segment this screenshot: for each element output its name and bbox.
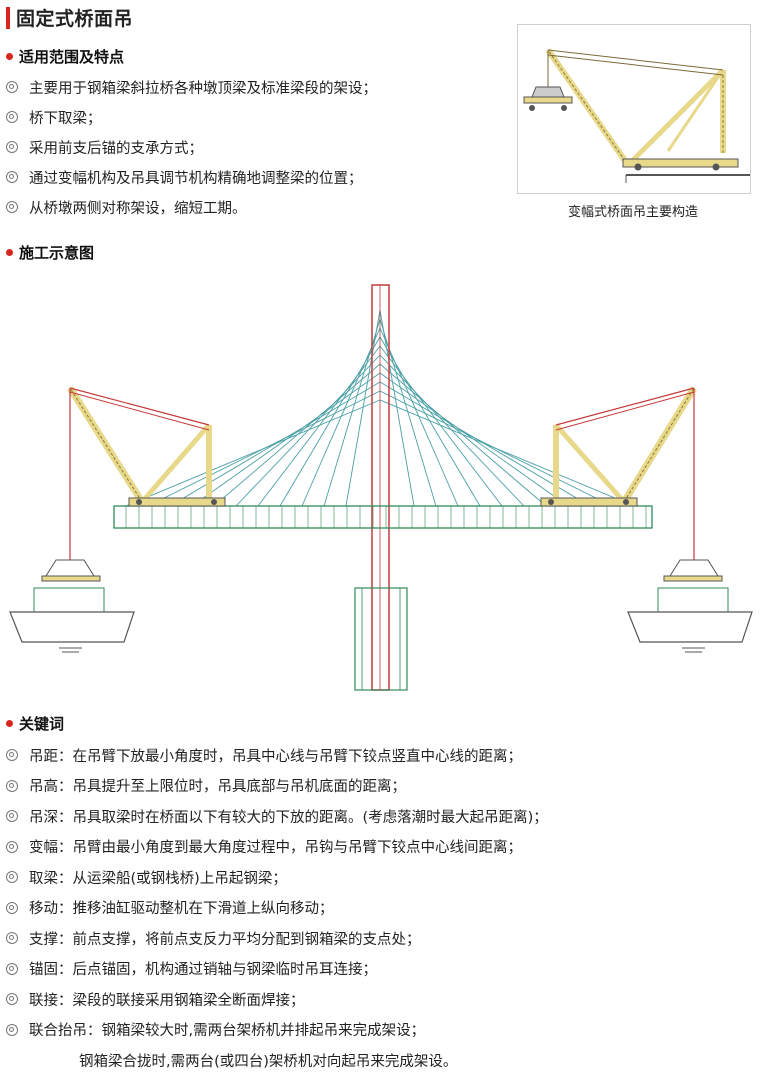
page-title: 固定式桥面吊 xyxy=(16,8,134,30)
circle-bullet-icon xyxy=(6,840,18,853)
bridge-deck xyxy=(113,505,653,529)
left-crane xyxy=(9,386,226,653)
section-heading-features: 适用范围及特点 xyxy=(6,46,124,67)
list-item-text: 通过变幅机构及吊具调节机构精确地调整梁的位置； xyxy=(29,170,363,187)
list-item-text: 锚固：后点锚固，机构通过销轴与钢梁临时吊耳连接； xyxy=(29,962,377,979)
diagram-heading-text: 施工示意图 xyxy=(19,244,95,262)
circle-bullet-icon xyxy=(6,81,18,93)
circle-bullet-icon xyxy=(6,1023,18,1036)
list-item: 通过变幅机构及吊具调节机构精确地调整梁的位置； xyxy=(6,162,377,192)
circle-bullet-icon xyxy=(6,932,18,945)
circle-bullet-icon xyxy=(6,749,18,762)
list-item-text: 吊距：在吊臂下放最小角度时，吊具中心线与吊臂下铰点竖直中心线的距离； xyxy=(29,748,522,765)
list-item: 吊距：在吊臂下放最小角度时，吊具中心线与吊臂下铰点竖直中心线的距离； xyxy=(6,740,548,771)
list-item: 采用前支后锚的支承方式； xyxy=(6,132,377,162)
list-item: 联接：梁段的联接采用钢箱梁全断面焊接； xyxy=(6,984,548,1015)
list-item-text: 主要用于钢箱梁斜拉桥各种墩顶梁及标准梁段的架设； xyxy=(29,80,377,97)
keywords-heading-text: 关键词 xyxy=(19,715,65,733)
stay-cable xyxy=(379,309,415,507)
list-item-text: 变幅：吊臂由最小角度到最大角度过程中，吊钩与吊臂下铰点中心线间距离； xyxy=(29,840,522,857)
list-item-text: 从桥墩两侧对称架设，缩短工期。 xyxy=(29,200,247,217)
list-item: 支撑：前点支撑，将前点支反力平均分配到钢箱梁的支点处； xyxy=(6,923,548,954)
stay-cable xyxy=(379,345,503,507)
stay-cable xyxy=(125,399,381,507)
list-item: 移动：推移油缸驱动整机在下滑道上纵向移动； xyxy=(6,893,548,924)
list-item-text: 取梁：从运梁船(或钢栈桥)上吊起钢梁； xyxy=(29,870,287,887)
list-item-continuation: 钢箱梁合拢时,需两台(或四台)架桥机对向起吊来完成架设。 xyxy=(6,1045,548,1076)
bullet-dot-icon xyxy=(6,53,13,60)
circle-bullet-icon xyxy=(6,810,18,823)
list-item: 变幅：吊臂由最小角度到最大角度过程中，吊钩与吊臂下铰点中心线间距离； xyxy=(6,832,548,863)
circle-bullet-icon xyxy=(6,111,18,123)
list-item: 吊深：吊具取梁时在桥面以下有较大的下放的距离。(考虑落潮时最大起吊距离)； xyxy=(6,801,548,832)
circle-bullet-icon xyxy=(6,779,18,792)
bullet-dot-icon xyxy=(6,249,13,256)
circle-bullet-icon xyxy=(6,171,18,183)
circle-bullet-icon xyxy=(6,141,18,153)
list-item-text: 吊深：吊具取梁时在桥面以下有较大的下放的距离。(考虑落潮时最大起吊距离)； xyxy=(29,809,548,826)
features-heading-text: 适用范围及特点 xyxy=(19,48,125,66)
deck-segments xyxy=(125,506,647,528)
list-item-text: 移动：推移油缸驱动整机在下滑道上纵向移动； xyxy=(29,901,334,918)
circle-bullet-icon xyxy=(6,901,18,914)
title-accent-bar xyxy=(6,7,10,29)
list-item: 锚固：后点锚固，机构通过销轴与钢梁临时吊耳连接； xyxy=(6,954,548,985)
circle-bullet-icon xyxy=(6,871,18,884)
stay-cables xyxy=(125,309,635,507)
pier xyxy=(354,587,408,691)
circle-bullet-icon xyxy=(6,201,18,213)
stay-cable xyxy=(345,309,381,507)
list-item-text: 采用前支后锚的支承方式； xyxy=(29,140,203,157)
right-crane xyxy=(540,386,753,653)
keywords-list: 吊距：在吊臂下放最小角度时，吊具中心线与吊臂下铰点竖直中心线的距离； 吊高：吊具… xyxy=(6,740,548,1076)
stay-cable xyxy=(379,327,459,507)
circle-bullet-icon xyxy=(6,962,18,975)
list-item: 桥下取梁； xyxy=(6,102,377,132)
section-heading-diagram: 施工示意图 xyxy=(6,242,94,263)
crane-structure-figure xyxy=(517,24,751,194)
list-item-text: 桥下取梁； xyxy=(29,110,102,127)
bridge-construction-drawing xyxy=(9,284,753,691)
list-item: 取梁：从运梁船(或钢栈桥)上吊起钢梁； xyxy=(6,862,548,893)
list-item-text: 吊高：吊具提升至上限位时，吊具底部与吊机底面的距离； xyxy=(29,779,406,796)
bullet-dot-icon xyxy=(6,720,13,727)
list-item: 吊高：吊具提升至上限位时，吊具底部与吊机底面的距离； xyxy=(6,771,548,802)
stay-cable xyxy=(379,399,635,507)
list-item-text: 联接：梁段的联接采用钢箱梁全断面焊接； xyxy=(29,992,305,1009)
list-item: 联合抬吊：钢箱梁较大时,需两台架桥机并排起吊来完成架设； xyxy=(6,1015,548,1046)
stay-cable xyxy=(301,327,381,507)
section-heading-keywords: 关键词 xyxy=(6,713,64,734)
crane-structure-drawing xyxy=(523,48,750,183)
figure-caption: 变幅式桥面吊主要构造 xyxy=(567,205,698,220)
list-item-text: 支撑：前点支撑，将前点支反力平均分配到钢箱梁的支点处； xyxy=(29,931,421,948)
list-item-text: 钢箱梁合拢时,需两台(或四台)架桥机对向起吊来完成架设。 xyxy=(79,1053,458,1070)
list-item: 主要用于钢箱梁斜拉桥各种墩顶梁及标准梁段的架设； xyxy=(6,72,377,102)
stay-cable xyxy=(379,336,481,507)
features-list: 主要用于钢箱梁斜拉桥各种墩顶梁及标准梁段的架设； 桥下取梁； 采用前支后锚的支承… xyxy=(6,72,377,222)
construction-diagram xyxy=(4,270,756,700)
stay-cable xyxy=(257,345,381,507)
list-item: 从桥墩两侧对称架设，缩短工期。 xyxy=(6,192,377,222)
stay-cable xyxy=(279,336,381,507)
circle-bullet-icon xyxy=(6,993,18,1006)
list-item-text: 联合抬吊：钢箱梁较大时,需两台架桥机并排起吊来完成架设； xyxy=(29,1023,426,1040)
